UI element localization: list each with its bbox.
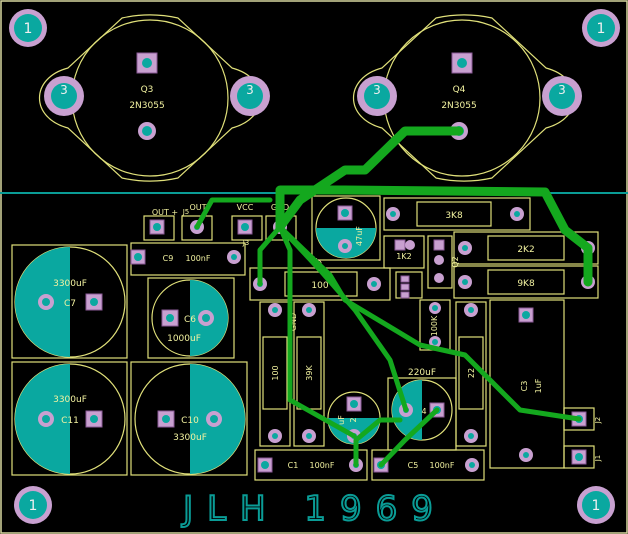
connector-label-out-plus: OUT + xyxy=(152,208,178,217)
r-100-vert-value: 100 xyxy=(271,365,280,380)
connector-j3: VCC J3 xyxy=(231,203,263,247)
c7-ref: C7 xyxy=(64,299,76,309)
resistor-3k8: 3K8 GND xyxy=(383,188,531,231)
connector-label-j1: J1 xyxy=(594,455,602,463)
q3-ref: Q3 xyxy=(141,85,154,95)
r-39k-value: 39K xyxy=(305,365,314,381)
trace-out xyxy=(194,197,273,230)
mounting-hole-bottom-left: 1 xyxy=(14,486,52,524)
connector-label-j3: J3 xyxy=(242,239,250,247)
tab-label: 3 xyxy=(558,83,566,97)
trace-to-j2 xyxy=(277,224,582,422)
r-22-value: 22 xyxy=(467,368,476,378)
c1-ref: C1 xyxy=(288,461,299,470)
tab-label: 3 xyxy=(373,83,381,97)
q2-ref: Q2 xyxy=(451,256,460,267)
resistor-1k2: 1K2 xyxy=(383,235,425,269)
c7-value: 3300uF xyxy=(53,279,87,289)
c6-ref: C6 xyxy=(184,315,196,325)
transistor-q3: 3 3 Q3 2N3055 xyxy=(39,14,270,182)
resistor-39k: 39K xyxy=(293,301,325,447)
c2-value: uF xyxy=(337,415,346,425)
c1-value: 100nF xyxy=(310,461,335,470)
c4-ref: 4 xyxy=(421,407,426,416)
r-100k-value: 100K xyxy=(430,315,439,336)
trace-q4-collector xyxy=(275,126,464,232)
capacitor-c11: 3300uF C11 xyxy=(11,361,128,476)
c10-ref: C10 xyxy=(181,416,199,426)
capacitor-c6: C6 1000uF xyxy=(147,277,235,359)
trace-gnd-bus xyxy=(275,185,593,287)
transistor-q2: Q2 xyxy=(427,235,460,289)
c4-value: 220uF xyxy=(408,368,436,378)
c6-value: 1000uF xyxy=(167,334,201,344)
r-2k2-value: 2K2 xyxy=(517,245,534,255)
r-9k8-value: 9K8 xyxy=(517,279,535,289)
c9-ref: C9 xyxy=(163,254,174,263)
q4-part: 2N3055 xyxy=(441,101,476,111)
capacitor-c8: 47uF xyxy=(311,195,381,261)
r-100-top-value: 100 xyxy=(311,281,328,291)
trace-c5 xyxy=(378,407,440,468)
trace-to-c2 xyxy=(277,224,357,439)
board-title: JLH 1969 xyxy=(181,489,447,529)
capacitor-c7: 3300uF C7 xyxy=(11,244,128,359)
mounting-hole-label: 1 xyxy=(24,21,33,37)
trace-gnd-left xyxy=(257,224,283,287)
c10-value: 3300uF xyxy=(173,433,207,443)
c5-value: 100nF xyxy=(430,461,455,470)
c9-value: 100nF xyxy=(186,254,211,263)
mounting-hole-top-right: 1 xyxy=(582,9,620,47)
mounting-hole-bottom-right: 1 xyxy=(577,486,615,524)
connector-j1: J1 xyxy=(563,445,602,469)
capacitor-c10: C10 3300uF xyxy=(130,361,248,476)
c3-ref: C3 xyxy=(520,381,529,392)
c3-value: 1uF xyxy=(534,378,543,393)
capacitor-c3: C3 1uF xyxy=(489,299,565,469)
trace-to-c4 xyxy=(277,224,409,413)
c11-value: 3300uF xyxy=(53,395,87,405)
c11-ref: C11 xyxy=(61,416,79,426)
trace-c1 xyxy=(353,417,403,468)
mounting-hole-label: 1 xyxy=(29,498,38,514)
q4-ref: Q4 xyxy=(453,85,466,95)
transistor-q1 xyxy=(395,271,423,299)
q3-part: 2N3055 xyxy=(129,101,164,111)
r-3k8-value: 3K8 xyxy=(445,211,463,221)
connector-label-j2: J2 xyxy=(594,417,602,425)
c5-ref: C5 xyxy=(408,461,419,470)
connector-j5: OUT + J5 xyxy=(143,208,190,241)
transistor-q4: 3 3 Q4 2N3055 xyxy=(353,14,582,182)
c8-value: 47uF xyxy=(355,226,364,246)
r-1k2-value: 1K2 xyxy=(396,252,411,261)
tab-label: 3 xyxy=(60,83,68,97)
connector-label-vcc: VCC xyxy=(237,203,254,212)
connector-label-j5: J5 xyxy=(182,208,190,216)
mounting-hole-label: 1 xyxy=(592,498,601,514)
capacitor-c9: C9 100nF xyxy=(130,242,246,276)
mounting-hole-top-left: 1 xyxy=(9,9,47,47)
connector-label-out: OUT xyxy=(189,203,206,212)
c2-ref: 2 xyxy=(349,417,358,422)
mounting-hole-label: 1 xyxy=(597,21,606,37)
tab-label: 3 xyxy=(246,83,254,97)
copper-traces xyxy=(194,126,593,468)
